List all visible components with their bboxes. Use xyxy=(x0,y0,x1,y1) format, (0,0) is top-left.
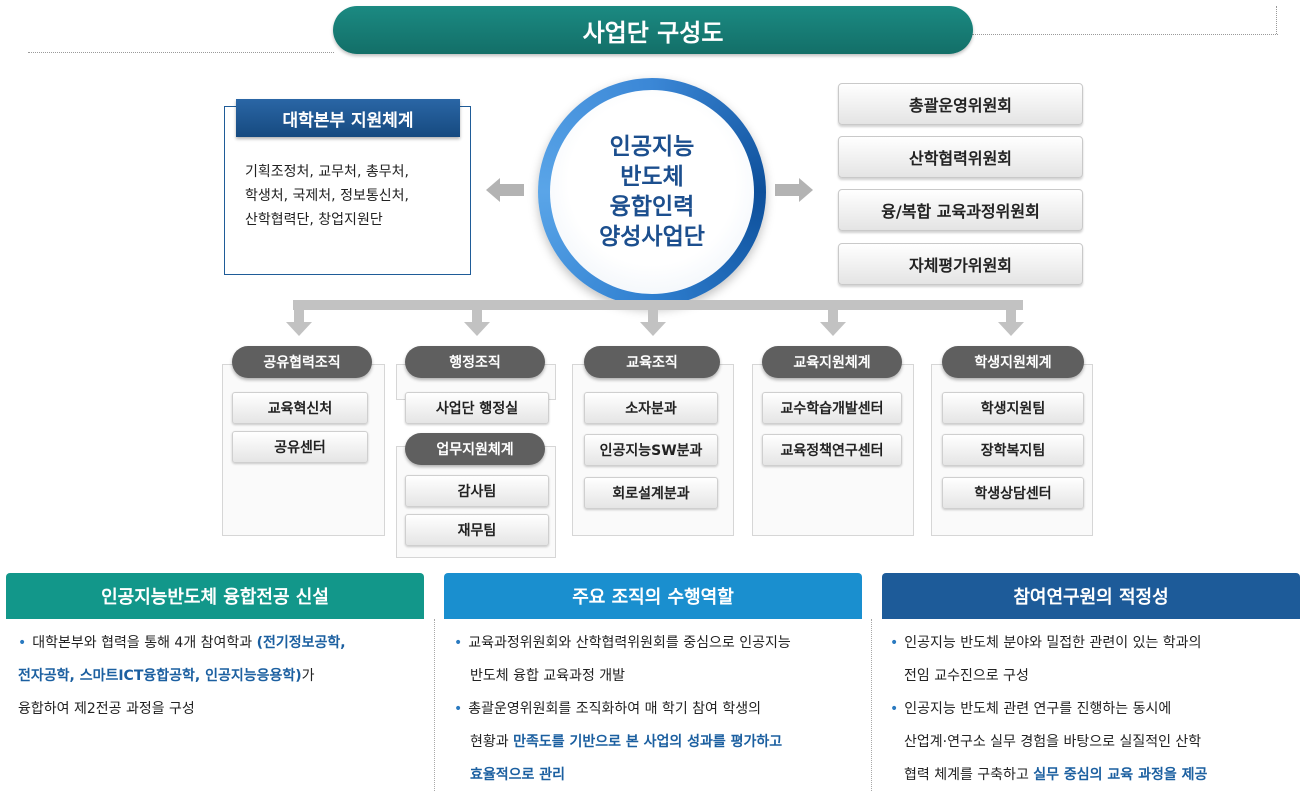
panel-body-major: • 대학본부와 협력을 통해 4개 참여학과 (전기정보공학, 전자공학, 스마트… xyxy=(6,619,424,791)
title-dotted-line-right xyxy=(972,34,1278,35)
title-dotted-line-left xyxy=(28,52,334,53)
bullet-dot-icon: • xyxy=(890,635,899,651)
bullet-dot-icon: • xyxy=(454,701,463,717)
center-line: 융합인력 xyxy=(609,194,695,220)
org-unit: 사업단 행정실 xyxy=(405,392,549,424)
bullet-text: 교육과정위원회와 산학협력위원회를 중심으로 인공지능 xyxy=(468,635,791,651)
down-arrow-icon xyxy=(998,322,1024,336)
org-unit: 공유센터 xyxy=(232,431,368,463)
org-unit: 감사팀 xyxy=(405,475,549,507)
right-arrow-stem xyxy=(775,184,799,196)
org-unit: 소자분과 xyxy=(584,392,718,424)
bullet-item: • 총괄운영위원회를 조직화하여 매 학기 참여 학생의 현황과 만족도를 기반으… xyxy=(454,693,848,792)
panel-body-roles: • 교육과정위원회와 산학협력위원회를 중심으로 인공지능 반도체 융합 교육과정… xyxy=(444,619,862,791)
right-arrow-icon xyxy=(799,178,813,202)
org-unit: 재무팀 xyxy=(405,514,549,546)
drop-arrow-stem xyxy=(472,308,482,322)
committee-general: 총괄운영위원회 xyxy=(838,83,1083,125)
org-unit: 교육정책연구센터 xyxy=(762,434,902,466)
committee-curriculum: 융/복합 교육과정위원회 xyxy=(838,189,1083,231)
drop-arrow-stem xyxy=(1006,308,1016,322)
univ-support-body: 기획조정처, 교무처, 총무처, 학생처, 국제처, 정보통신처, 산학협력단,… xyxy=(245,160,460,232)
univ-support-header: 대학본부 지원체계 xyxy=(236,99,460,137)
left-arrow-stem xyxy=(500,184,524,196)
bullet-item: • 인공지능 반도체 분야와 밀접한 관련이 있는 학과의 전임 교수진으로 구성 xyxy=(890,627,1286,693)
down-arrow-icon xyxy=(640,322,666,336)
bullet-dot-icon: • xyxy=(18,635,27,651)
org-unit: 회로설계분과 xyxy=(584,477,718,509)
center-circle: 인공지능 반도체 융합인력 양성사업단 xyxy=(550,90,754,294)
bullet-text: 전임 교수진으로 구성 xyxy=(904,668,1029,684)
center-line: 인공지능 xyxy=(609,134,695,160)
bullet-text: 가 xyxy=(301,668,315,684)
org-column-title: 학생지원체계 xyxy=(942,346,1084,378)
bullet-item: • 대학본부와 협력을 통해 4개 참여학과 (전기정보공학, 전자공학, 스마트… xyxy=(18,627,410,726)
bullet-dot-icon: • xyxy=(454,635,463,651)
bullet-text: 산업계·연구소 실무 경험을 바탕으로 실질적인 산학 xyxy=(904,734,1202,750)
org-unit: 장학복지팀 xyxy=(942,434,1084,466)
org-unit: 학생상담센터 xyxy=(942,477,1084,509)
down-arrow-icon xyxy=(820,322,846,336)
bullet-item: • 교육과정위원회와 산학협력위원회를 중심으로 인공지능 반도체 융합 교육과정… xyxy=(454,627,848,693)
bullet-text: 현황과 xyxy=(470,734,514,750)
bullet-text: 대학본부와 협력을 통해 4개 참여학과 xyxy=(32,635,257,651)
org-column-title: 교육조직 xyxy=(584,346,720,378)
bullet-highlight: 만족도를 기반으로 본 사업의 성과를 평가하고 xyxy=(513,734,783,750)
univ-support-line: 학생처, 국제처, 정보통신처, xyxy=(245,188,409,204)
univ-support-line: 산학협력단, 창업지원단 xyxy=(245,212,383,228)
bullet-highlight: 실무 중심의 교육 과정을 제공 xyxy=(1033,767,1208,783)
bullet-text: 총괄운영위원회를 조직화하여 매 학기 참여 학생의 xyxy=(468,701,761,717)
distribution-bar xyxy=(293,300,1023,310)
down-arrow-icon xyxy=(464,322,490,336)
org-column-title: 공유협력조직 xyxy=(232,346,372,378)
drop-arrow-stem xyxy=(294,308,304,322)
bullet-text: 인공지능 반도체 분야와 밀접한 관련이 있는 학과의 xyxy=(904,635,1202,651)
org-unit: 인공지능SW분과 xyxy=(584,434,718,466)
org-unit: 학생지원팀 xyxy=(942,392,1084,424)
panel-divider xyxy=(434,619,435,791)
org-column-title: 교육지원체계 xyxy=(762,346,902,378)
org-unit: 교육혁신처 xyxy=(232,392,368,424)
panel-header-roles: 주요 조직의 수행역할 xyxy=(444,573,862,619)
panel-divider xyxy=(871,619,872,791)
bullet-highlight: 효율적으로 관리 xyxy=(470,767,566,783)
panel-header-major: 인공지능반도체 융합전공 신설 xyxy=(6,573,424,619)
org-unit: 교수학습개발센터 xyxy=(762,392,902,424)
org-column-title: 행정조직 xyxy=(405,346,545,378)
bullet-highlight: 전자공학, 스마트ICT융합공학, 인공지능응용학) xyxy=(18,668,302,684)
left-arrow-icon xyxy=(486,178,500,202)
panel-body-researchers: • 인공지능 반도체 분야와 밀접한 관련이 있는 학과의 전임 교수진으로 구성… xyxy=(882,619,1300,791)
bullet-text: 인공지능 반도체 관련 연구를 진행하는 동시에 xyxy=(904,701,1172,717)
committee-industry: 산학협력위원회 xyxy=(838,136,1083,178)
bullet-text: 협력 체계를 구축하고 xyxy=(904,767,1034,783)
bullet-text: 융합하여 제2전공 과정을 구성 xyxy=(18,701,195,717)
down-arrow-icon xyxy=(286,322,312,336)
page-title: 사업단 구성도 xyxy=(333,6,973,54)
center-line: 반도체 xyxy=(620,164,684,190)
center-circle-text: 인공지능 반도체 융합인력 양성사업단 xyxy=(557,132,747,252)
bullet-item: • 인공지능 반도체 관련 연구를 진행하는 동시에 산업계·연구소 실무 경험을… xyxy=(890,693,1286,792)
org-subcolumn-title: 업무지원체계 xyxy=(405,433,545,465)
bullet-text: 반도체 융합 교육과정 개발 xyxy=(470,668,626,684)
panel-header-researchers: 참여연구원의 적정성 xyxy=(882,573,1300,619)
drop-arrow-stem xyxy=(648,308,658,322)
title-corner-tick xyxy=(1276,6,1277,34)
center-line: 양성사업단 xyxy=(599,224,705,250)
bullet-highlight: (전기정보공학, xyxy=(256,635,346,651)
bullet-dot-icon: • xyxy=(890,701,899,717)
univ-support-line: 기획조정처, 교무처, 총무처, xyxy=(245,164,409,180)
drop-arrow-stem xyxy=(828,308,838,322)
committee-self-eval: 자체평가위원회 xyxy=(838,243,1083,285)
